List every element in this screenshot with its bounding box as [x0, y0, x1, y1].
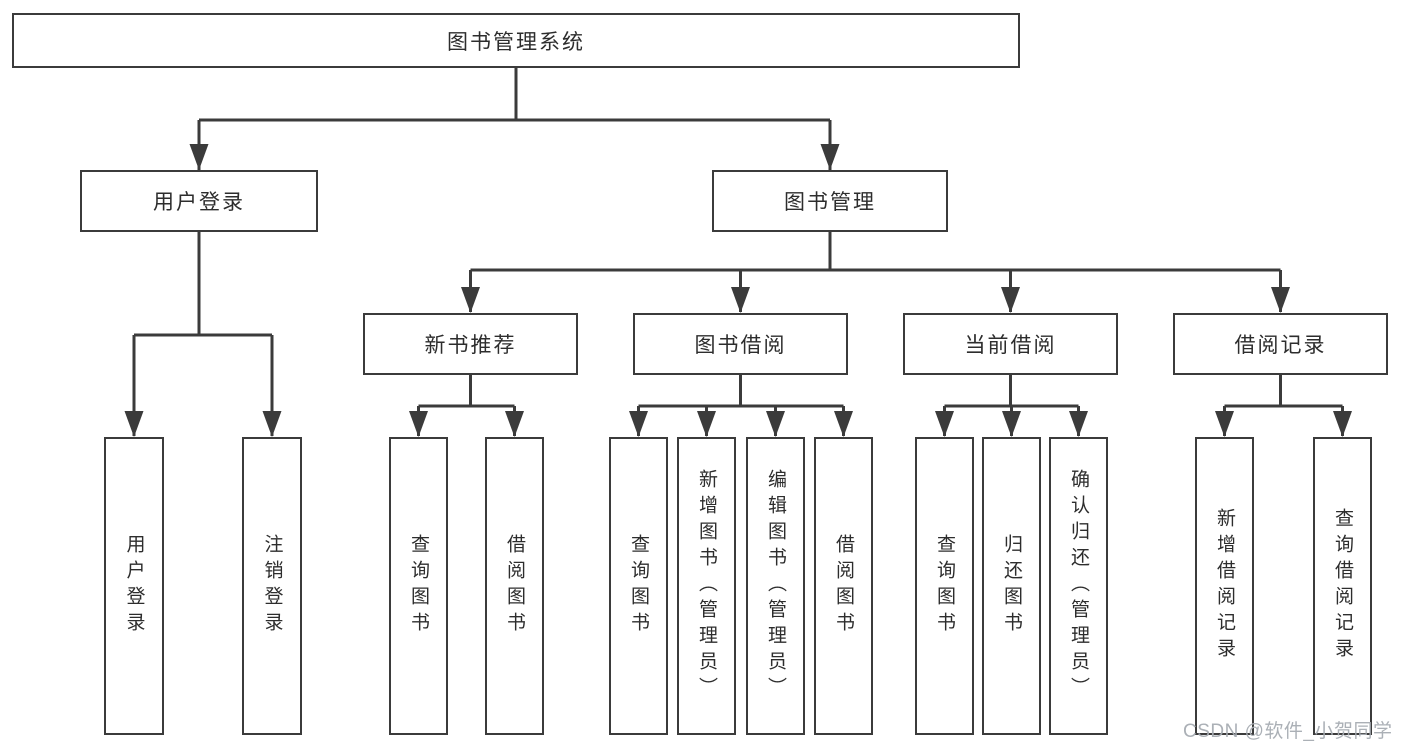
leaf-recommend-query-books: 查询图书 — [389, 437, 448, 735]
leaf-borrowing-add-books-admin: 新增图书（管理员） — [677, 437, 736, 735]
leaf-logout: 注销登录 — [242, 437, 302, 735]
leaf-borrowing-borrow-books-label: 借阅图书 — [833, 534, 854, 638]
node-new-book-recommend: 新书推荐 — [363, 313, 578, 375]
connector-borrow-records-to-leaves — [1223, 375, 1344, 436]
arrowheads — [124, 144, 1352, 437]
node-book-management-label: 图书管理 — [784, 191, 876, 214]
leaf-current-return-books-label: 归还图书 — [1001, 534, 1022, 638]
leaf-recommend-borrow-books-label: 借阅图书 — [504, 534, 525, 638]
leaf-borrowing-edit-books-admin: 编辑图书（管理员） — [746, 437, 805, 735]
node-borrowing-records-label: 借阅记录 — [1234, 334, 1327, 357]
leaf-records-add-record-label: 新增借阅记录 — [1214, 508, 1235, 664]
leaf-records-query-record-label: 查询借阅记录 — [1332, 508, 1353, 664]
node-current-borrowing-label: 当前借阅 — [964, 334, 1057, 357]
leaf-current-confirm-return-admin: 确认归还（管理员） — [1049, 437, 1108, 735]
leaf-user-login-label: 用户登录 — [123, 534, 145, 638]
node-user-login: 用户登录 — [80, 170, 318, 232]
leaf-recommend-borrow-books: 借阅图书 — [485, 437, 544, 735]
node-book-borrowing-label: 图书借阅 — [694, 334, 787, 357]
leaf-current-query-books-label: 查询图书 — [934, 534, 955, 638]
leaf-borrowing-add-books-admin-label: 新增图书（管理员） — [696, 469, 717, 703]
leaf-logout-label: 注销登录 — [261, 534, 283, 638]
leaf-records-add-record: 新增借阅记录 — [1195, 437, 1254, 735]
connector-book-mgmt-to-level3 — [469, 232, 1282, 312]
csdn-watermark: CSDN @软件_小贺同学 — [1183, 721, 1393, 742]
node-book-management: 图书管理 — [712, 170, 948, 232]
node-new-book-recommend-label: 新书推荐 — [424, 334, 517, 357]
leaf-borrowing-query-books: 查询图书 — [609, 437, 668, 735]
connector-book-borrow-to-leaves — [637, 375, 845, 436]
connector-new-book-rec-to-leaves — [417, 375, 516, 436]
node-library-management-system-label: 图书管理系统 — [447, 30, 585, 54]
connector-root-to-level2 — [197, 68, 832, 170]
node-library-management-system: 图书管理系统 — [12, 13, 1020, 68]
leaf-borrowing-borrow-books: 借阅图书 — [814, 437, 873, 735]
node-book-borrowing: 图书借阅 — [633, 313, 848, 375]
node-user-login-label: 用户登录 — [153, 191, 245, 214]
leaf-current-confirm-return-admin-label: 确认归还（管理员） — [1068, 469, 1089, 703]
leaf-borrowing-query-books-label: 查询图书 — [628, 534, 649, 638]
leaf-current-query-books: 查询图书 — [915, 437, 974, 735]
node-current-borrowing: 当前借阅 — [903, 313, 1118, 375]
node-borrowing-records: 借阅记录 — [1173, 313, 1388, 375]
leaf-records-query-record: 查询借阅记录 — [1313, 437, 1372, 735]
connector-user-login-to-leaves — [132, 232, 274, 436]
leaf-recommend-query-books-label: 查询图书 — [408, 534, 429, 638]
leaf-user-login: 用户登录 — [104, 437, 164, 735]
leaf-borrowing-edit-books-admin-label: 编辑图书（管理员） — [765, 469, 786, 703]
leaf-current-return-books: 归还图书 — [982, 437, 1041, 735]
